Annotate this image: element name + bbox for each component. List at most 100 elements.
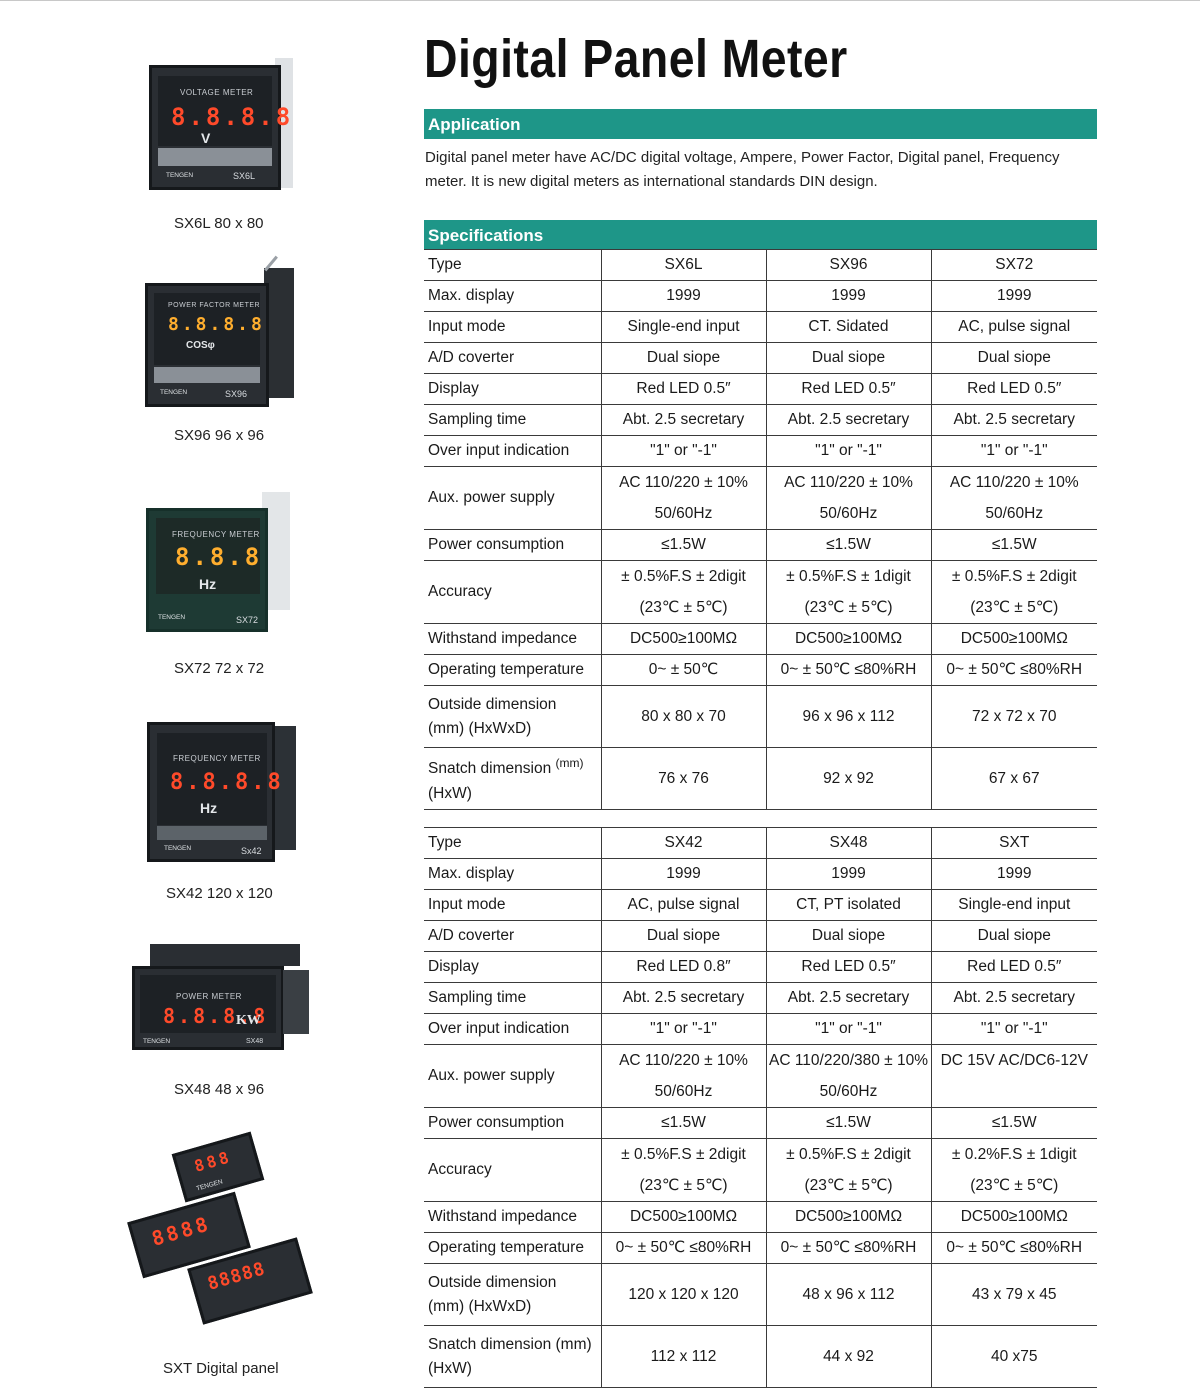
row-label: Power consumption [424, 1107, 601, 1139]
cell: ± 0.5%F.S ± 2digit(23℃ ± 5℃) [600, 560, 766, 624]
unit-label: COSφ [186, 340, 215, 351]
cell: Dual siope [765, 342, 931, 374]
cell: Red LED 0.5″ [600, 373, 766, 405]
cell: Abt. 2.5 secretary [765, 982, 931, 1014]
cell: 1999 [930, 858, 1097, 890]
unit-label: Hz [199, 576, 217, 592]
cell: CT, PT isolated [765, 889, 931, 921]
meter-face [140, 975, 276, 1033]
meter-model: SX96 [225, 389, 248, 399]
cell: Dual siope [600, 342, 766, 374]
row-label: Outside dimension(mm) (HxWxD) [424, 685, 601, 748]
cell: Red LED 0.5″ [930, 951, 1097, 983]
cell: 40 x75 [930, 1325, 1097, 1388]
cell: 44 x 92 [765, 1325, 931, 1388]
cell-line: (23℃ ± 5℃) [639, 1177, 728, 1194]
meter-housing [264, 268, 294, 398]
meter-model: Sx42 [241, 846, 262, 856]
cell: Abt. 2.5 secretary [930, 982, 1097, 1014]
cell: 0~ ± 50℃ ≤80%RH [765, 1232, 931, 1264]
cell: 0~ ± 50℃ ≤80%RH [930, 1232, 1097, 1264]
cell-line: (23℃ ± 5℃) [970, 599, 1059, 616]
meter-label: POWER METER [176, 992, 242, 1001]
cell-line: (23℃ ± 5℃) [804, 1177, 893, 1194]
cell: DC500≥100MΩ [600, 623, 766, 655]
table-row: Outside dimension(mm) (HxWxD) 120 x 120 … [424, 1263, 1097, 1326]
row-label: Sampling time [424, 404, 601, 436]
page-title: Digital Panel Meter [424, 29, 848, 89]
cell: 1999 [765, 280, 931, 312]
cell: Dual siope [600, 920, 766, 952]
row-label: Accuracy [424, 560, 601, 624]
application-text: Digital panel meter have AC/DC digital v… [425, 149, 1060, 190]
row-label: Input mode [424, 889, 601, 921]
section-heading-application: Application [424, 109, 1097, 139]
label-line: (mm) (HxWxD) [428, 1297, 532, 1315]
cell-line: DC 15V AC/DC6-12V [940, 1052, 1088, 1069]
table-row: Accuracy ± 0.5%F.S ± 2digit(23℃ ± 5℃) ± … [424, 1138, 1097, 1202]
led-digits: 8.8.8.8 [163, 1004, 269, 1028]
table-row: Power consumption≤1.5W≤1.5W≤1.5W [424, 1107, 1097, 1139]
cell: "1" or "-1" [765, 435, 931, 467]
cell: 0~ ± 50℃ ≤80%RH [600, 1232, 766, 1264]
cell-line: 50/60Hz [819, 505, 878, 522]
meter-face [154, 293, 260, 365]
cell: 0~ ± 50℃ ≤80%RH [930, 654, 1097, 686]
label-line: (mm) (HxWxD) [428, 719, 532, 737]
meter-model: SX72 [236, 615, 259, 625]
cell: Red LED 0.8″ [600, 951, 766, 983]
unit-label: KW [236, 1013, 261, 1028]
meter-label: FREQUENCY METER [173, 754, 261, 763]
cell: "1" or "-1" [930, 1013, 1097, 1045]
section-heading-specifications: Specifications [424, 220, 1097, 250]
cell-line: AC 110/220 ± 10% [949, 474, 1079, 491]
brand-logo: TENGEN [143, 1038, 171, 1045]
label-line: (HxW) [428, 784, 472, 802]
meter-face [157, 733, 267, 825]
table-row: Outside dimension(mm) (HxWxD) 80 x 80 x … [424, 685, 1097, 748]
cell: DC500≥100MΩ [930, 1201, 1097, 1233]
cell-line: ± 0.2%F.S ± 1digit [951, 1146, 1077, 1163]
cell: 1999 [765, 858, 931, 890]
cell: ≤1.5W [600, 529, 766, 561]
cell: DC500≥100MΩ [600, 1201, 766, 1233]
cell: SX96 [765, 249, 931, 281]
cell: DC500≥100MΩ [765, 623, 931, 655]
row-label: A/D coverter [424, 920, 601, 952]
cell: Abt. 2.5 secretary [600, 982, 766, 1014]
cell: DC 15V AC/DC6-12V [930, 1044, 1098, 1108]
cell: Single-end input [930, 889, 1097, 921]
cell: 1999 [930, 280, 1097, 312]
meter-side [283, 970, 309, 1034]
meter-housing [150, 944, 300, 966]
cell-line: (23℃ ± 5℃) [970, 1177, 1059, 1194]
meter-face [158, 76, 272, 146]
meter-model: SX6L [233, 171, 256, 181]
cell: 112 x 112 [600, 1325, 766, 1388]
row-label: Display [424, 373, 601, 405]
product-caption: SX42 120 x 120 [166, 885, 273, 902]
cell: Abt. 2.5 secretary [765, 404, 931, 436]
cell-line: 50/60Hz [654, 505, 713, 522]
brand-logo: TENGEN [160, 389, 188, 396]
cell: Red LED 0.5″ [930, 373, 1097, 405]
row-label: Aux. power supply [424, 466, 601, 530]
cell: ≤1.5W [765, 1107, 931, 1139]
row-label: Withstand impedance [424, 623, 601, 655]
cell: ± 0.5%F.S ± 1digit(23℃ ± 5℃) [765, 560, 931, 624]
label-line: Snatch dimension [428, 760, 552, 778]
cell: Dual siope [765, 920, 931, 952]
unit-label: Hz [200, 800, 218, 816]
cell-line [932, 1076, 1098, 1107]
label-line: (HxW) [428, 1359, 472, 1377]
row-label: Snatch dimension (mm)(HxW) [424, 747, 601, 810]
cell: SX42 [600, 827, 766, 859]
cell: "1" or "-1" [600, 435, 766, 467]
row-label: Display [424, 951, 601, 983]
cell: ≤1.5W [600, 1107, 766, 1139]
row-label: Type [424, 827, 601, 859]
